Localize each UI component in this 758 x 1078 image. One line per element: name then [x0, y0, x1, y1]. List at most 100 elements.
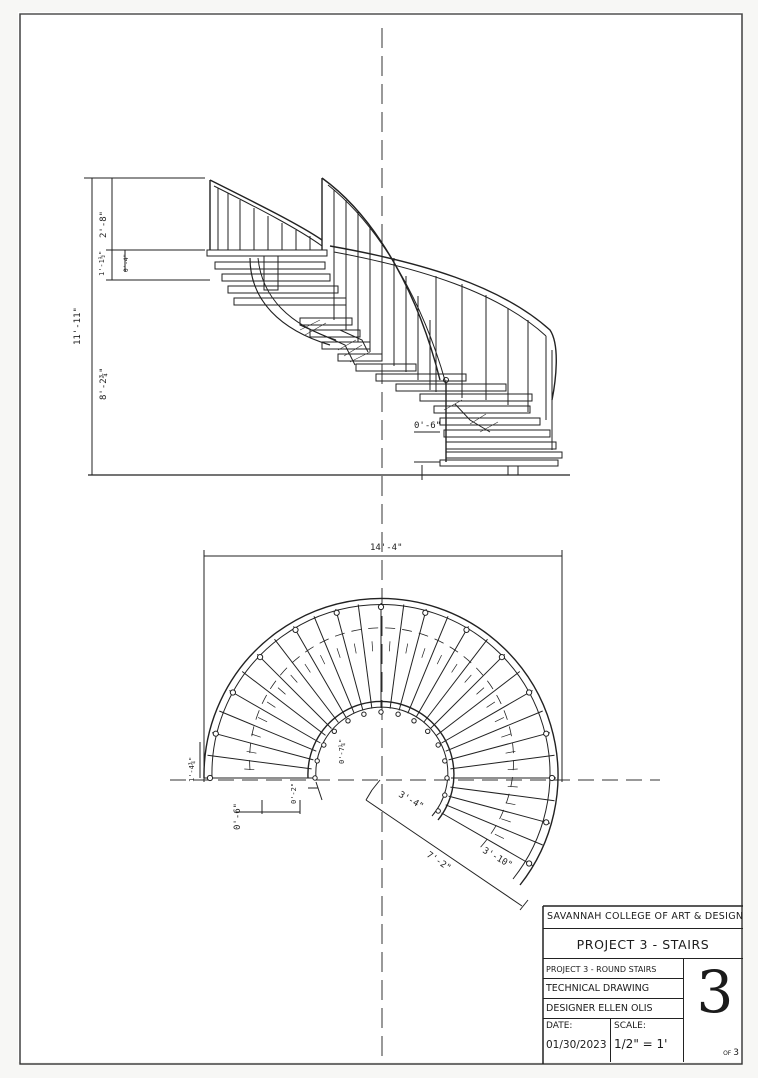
project-title: PROJECT 3 - STAIRS	[543, 928, 743, 958]
tread-line	[398, 608, 427, 711]
inner-post	[361, 711, 367, 717]
walk-line-tick	[494, 833, 505, 839]
designer-name: DESIGNER ELLEN OLIS	[543, 998, 683, 1018]
walk-line-tick	[277, 687, 286, 695]
dim-landing: 1'-1½"	[98, 251, 106, 276]
walk-line-tick	[436, 654, 442, 665]
outer-post	[333, 609, 340, 616]
inner-post	[345, 718, 351, 724]
outer-post	[548, 774, 556, 782]
date-label: DATE:	[546, 1021, 573, 1031]
walk-line-tick	[336, 648, 341, 658]
dim-inner-tread: 0'-7¼"	[338, 739, 346, 764]
dim-inner-offset: 0'-2"	[290, 783, 298, 804]
plan-view	[203, 550, 563, 886]
tread-line	[430, 653, 506, 729]
inner-post	[444, 775, 450, 781]
inner-post	[435, 742, 441, 748]
plan-dimension-lines	[199, 742, 529, 911]
scale-cell: SCALE: 1/2" = 1'	[611, 1018, 683, 1062]
inner-post	[312, 775, 318, 781]
drawing-type: TECHNICAL DRAWING	[543, 978, 683, 998]
walk-line-tick	[464, 674, 472, 683]
dim-landing-small: 0'-4"	[123, 254, 130, 272]
walk-line-tick	[505, 802, 516, 806]
walk-line-tick	[405, 643, 409, 654]
walk-line-tick	[451, 663, 458, 673]
title-block-frame	[542, 905, 743, 1064]
walk-line-tick	[507, 785, 518, 788]
dim-outer-run: 7'-2"	[424, 850, 452, 873]
tread-line	[211, 732, 314, 761]
tread-line	[423, 638, 488, 723]
walk-line-tick	[421, 648, 426, 658]
walk-line-tick	[257, 717, 268, 723]
dim-tread-run: 3'-10"	[481, 846, 514, 871]
sheet-number: 3	[696, 958, 734, 1026]
tread-line	[407, 616, 449, 714]
elevation-hatching	[299, 319, 499, 433]
dim-lower-height: 8'-2¾"	[99, 367, 109, 400]
outer-post	[498, 654, 505, 661]
outer-post	[543, 819, 550, 826]
dim-overall-width: 14'-4"	[370, 543, 403, 553]
walk-line-tick	[246, 750, 257, 754]
tread-line	[415, 626, 469, 718]
inner-post	[331, 728, 337, 734]
inner-post	[314, 758, 320, 764]
outer-post	[229, 689, 236, 696]
outer-post	[206, 774, 214, 782]
tread-line	[241, 671, 326, 736]
tread-line	[293, 626, 347, 718]
sheet-of-prefix: OF	[723, 1050, 732, 1057]
tread-line	[441, 690, 533, 744]
inner-post	[321, 742, 327, 748]
dim-outer-tread: 1'-4¾"	[188, 757, 196, 782]
school-name: SAVANNAH COLLEGE OF ART & DESIGN	[547, 911, 744, 922]
walk-line-tick	[507, 768, 518, 771]
outer-post	[212, 730, 219, 737]
inner-post	[442, 758, 448, 764]
dim-upper-rail: 2'-8"	[99, 211, 109, 238]
walk-line-tick	[244, 768, 255, 771]
outer-post	[257, 654, 264, 661]
outer-post	[292, 626, 299, 634]
sheet-total-value: 3	[733, 1048, 739, 1058]
date-value: 01/30/2023	[546, 1039, 607, 1051]
title-block: SAVANNAH COLLEGE OF ART & DESIGN PROJECT…	[543, 906, 743, 1062]
walk-line-tick	[388, 641, 391, 652]
inner-post	[442, 792, 448, 798]
inner-post	[378, 709, 384, 715]
walk-line-tick	[501, 818, 511, 823]
dim-stair-depth: 0'-6"	[233, 803, 243, 830]
date-cell: DATE: 01/30/2023	[543, 1018, 611, 1062]
tread-line	[219, 710, 317, 752]
outer-post	[422, 609, 429, 616]
tread-line	[274, 638, 339, 723]
tread-line	[357, 604, 373, 709]
inner-post	[395, 711, 401, 717]
walk-line-tick	[353, 643, 357, 654]
outer-post	[463, 626, 470, 634]
dim-overall-height: 11'-11"	[73, 307, 83, 345]
walk-line-tick	[304, 663, 311, 673]
tread-line	[335, 608, 364, 711]
walk-line-tick	[476, 687, 485, 695]
walk-line-tick	[501, 733, 511, 738]
inner-post	[411, 718, 417, 724]
walk-line-tick	[320, 654, 326, 665]
walk-line-tick	[290, 674, 298, 683]
outer-post	[377, 603, 385, 611]
elevation-view	[84, 177, 570, 480]
tread-line	[445, 710, 543, 752]
outer-post	[526, 860, 533, 867]
drawing-sheet	[18, 12, 742, 1062]
walk-line-tick	[266, 701, 276, 708]
plan-posts	[206, 603, 556, 867]
plan-treads	[206, 603, 556, 866]
tread-line	[445, 804, 543, 846]
walk-line-tick	[505, 750, 516, 754]
